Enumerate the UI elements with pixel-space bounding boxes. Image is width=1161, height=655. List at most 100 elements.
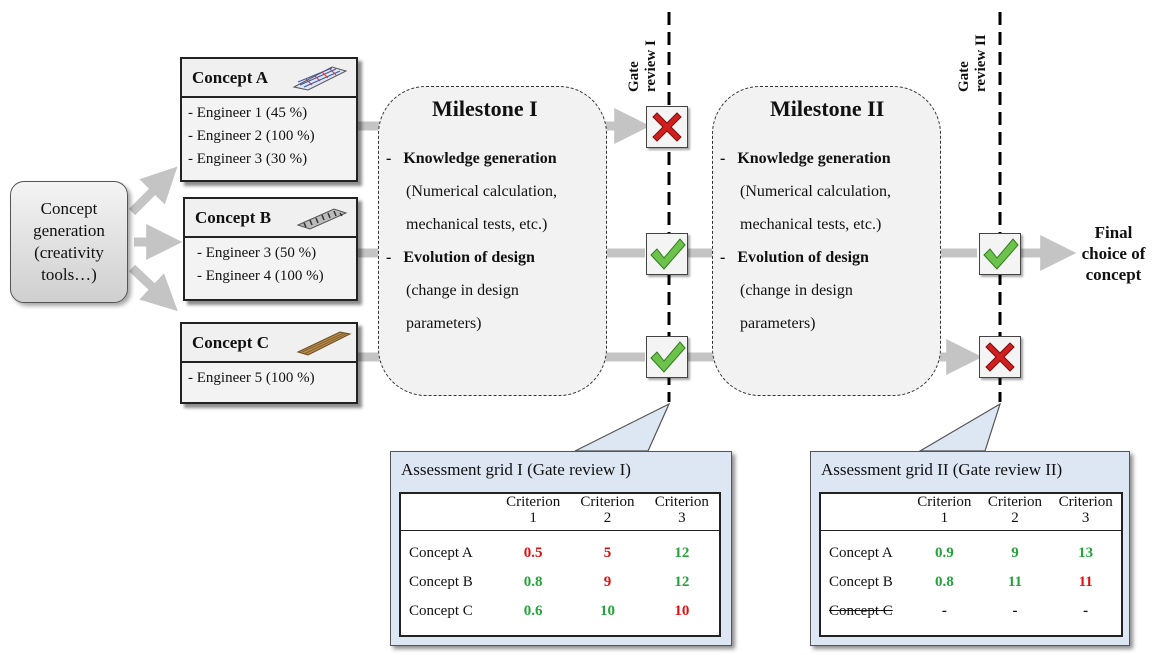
milestone-2-item-2-detail-b: parameters) — [740, 315, 816, 332]
table-row: Concept A 0.9 9 13 — [821, 539, 1121, 568]
grid-2-cell: - — [1012, 603, 1018, 619]
gate-1-concept-a-mark — [646, 106, 688, 148]
grid-2-row-label: Concept A — [829, 545, 893, 561]
arrow-gen-to-c — [128, 264, 178, 312]
callout-tail-2 — [917, 402, 1002, 452]
milestone-1-item-1-title: Knowledge generation — [403, 150, 557, 167]
final-choice-label: Final choice of concept — [1081, 223, 1146, 284]
milestone-2-item-1-detail-a: (Numerical calculation, — [740, 183, 892, 200]
milestone-2 — [712, 86, 941, 396]
milestone-2-bullet-1: - — [720, 150, 726, 167]
milestone-1-item-2-detail-a: (change in design — [406, 282, 519, 299]
callout-tail-1 — [574, 402, 671, 452]
grid-2-cell: 13 — [1078, 545, 1094, 561]
milestone-2-bullet-2: - — [720, 249, 726, 266]
concept-c-engineer-1: - Engineer 5 (100 %) — [188, 370, 315, 386]
grid-1-cell: 0.5 — [523, 545, 543, 561]
milestone-1-item-1-detail-b: mechanical tests, etc.) — [406, 216, 548, 233]
grid-1-cell: 5 — [603, 545, 612, 561]
check-icon — [650, 341, 686, 373]
milestone-1-item-2-detail-b: parameters) — [406, 315, 482, 332]
check-icon — [983, 238, 1019, 270]
milestone-2-content: - Knowledge generation (Numerical calcul… — [720, 142, 950, 340]
assessment-grid-2-title: Assessment grid II (Gate review II) — [821, 460, 1063, 479]
concept-b-engineer-1: - Engineer 3 (50 %) — [197, 245, 317, 261]
assessment-grid-2: Assessment grid II (Gate review II) Crit… — [810, 451, 1130, 646]
concept-b-image-icon — [296, 208, 348, 230]
grid-1-criterion-3-num: 3 — [678, 510, 686, 526]
concept-generation-box: Concept generation (creativity tools…) — [10, 181, 128, 303]
grid-2-criterion-3-num: 3 — [1081, 510, 1090, 526]
concept-c-header: Concept C — [182, 324, 356, 363]
concept-a-engineer-1: - Engineer 1 (45 %) — [188, 105, 308, 121]
milestone-1 — [378, 86, 607, 396]
grid-2-cell: 9 — [1011, 545, 1019, 561]
milestone-2-item-1-detail-b: mechanical tests, etc.) — [740, 216, 882, 233]
concept-c-title: Concept C — [192, 333, 269, 352]
grid-2-row-label: Concept C — [829, 603, 893, 619]
grid-1-criterion-3-word: Criterion — [654, 494, 709, 510]
table-row: Concept C - - - — [821, 597, 1121, 626]
milestone-2-item-2-title: Evolution of design — [737, 249, 869, 266]
concept-a-header: Concept A — [182, 59, 356, 98]
concept-b-card: Concept B - Engineer 3 (50 %) - Engineer… — [183, 197, 358, 301]
grid-1-row-label: Concept B — [409, 574, 473, 590]
cross-icon — [652, 112, 682, 142]
grid-2-row-label: Concept B — [829, 574, 893, 590]
grid-2-cell: 0.9 — [934, 545, 954, 561]
grid-1-cell: 0.8 — [523, 574, 543, 590]
grid-2-cell: 11 — [1007, 574, 1023, 590]
grid-1-criterion-2-num: 2 — [603, 510, 612, 526]
table-row: Concept C 0.6 10 10 — [401, 597, 719, 626]
concept-b-header: Concept B — [185, 199, 356, 238]
milestone-2-title: Milestone II — [770, 96, 885, 121]
grid-1-cell: 12 — [674, 545, 690, 561]
milestone-1-content: - Knowledge generation (Numerical calcul… — [386, 142, 616, 340]
milestone-1-bullet-1: - — [386, 150, 392, 167]
arrow-gen-to-a — [128, 166, 178, 216]
grid-2-cell: - — [1083, 603, 1089, 619]
table-row: Concept B 0.8 11 11 — [821, 568, 1121, 597]
grid-1-cell: 10 — [599, 603, 615, 619]
concept-a-image-icon — [292, 66, 348, 91]
grid-2-cell: 0.8 — [934, 574, 954, 590]
gate-1-concept-c-mark — [646, 336, 688, 378]
table-row: Concept A 0.5 5 12 — [401, 539, 719, 568]
concept-c-image-icon — [296, 331, 352, 356]
gate-review-2-label: Gate review II — [956, 34, 989, 92]
concept-a-card: Concept A - Engineer 1 (45 %) - Engineer… — [180, 57, 358, 182]
grid-1-criterion-1-word: Criterion — [506, 494, 561, 510]
concept-b-engineer-2: - Engineer 4 (100 %) — [197, 268, 324, 284]
gate-review-1-label: Gate review I — [626, 40, 659, 92]
concept-a-engineer-3: - Engineer 3 (30 %) — [188, 151, 308, 167]
grid-2-cell: - — [941, 603, 947, 619]
milestone-2-item-2-detail-a: (change in design — [740, 282, 853, 299]
grid-1-cell: 0.6 — [523, 603, 543, 619]
cross-icon — [985, 342, 1015, 372]
grid-1-criterion-1-num: 1 — [529, 510, 537, 526]
milestone-1-title: Milestone I — [432, 96, 538, 121]
check-icon — [650, 238, 686, 270]
concept-b-title: Concept B — [195, 208, 272, 227]
gate-1-concept-b-mark — [646, 233, 688, 275]
concept-a-engineer-2: - Engineer 2 (100 %) — [188, 128, 315, 144]
gate-2-concept-b-mark — [979, 233, 1021, 275]
milestone-2-item-1-title: Knowledge generation — [737, 150, 891, 167]
grid-1-cell: 12 — [674, 574, 690, 590]
grid-1-row-label: Concept A — [409, 545, 473, 561]
grid-2-criterion-2-num: 2 — [1011, 510, 1019, 526]
grid-1-criterion-2-word: Criterion — [580, 494, 635, 510]
grid-1-cell: 9 — [603, 574, 612, 590]
table-row: Concept B 0.8 9 12 — [401, 568, 719, 597]
grid-1-cell: 10 — [674, 603, 690, 619]
gate-2-concept-c-mark — [979, 336, 1021, 378]
